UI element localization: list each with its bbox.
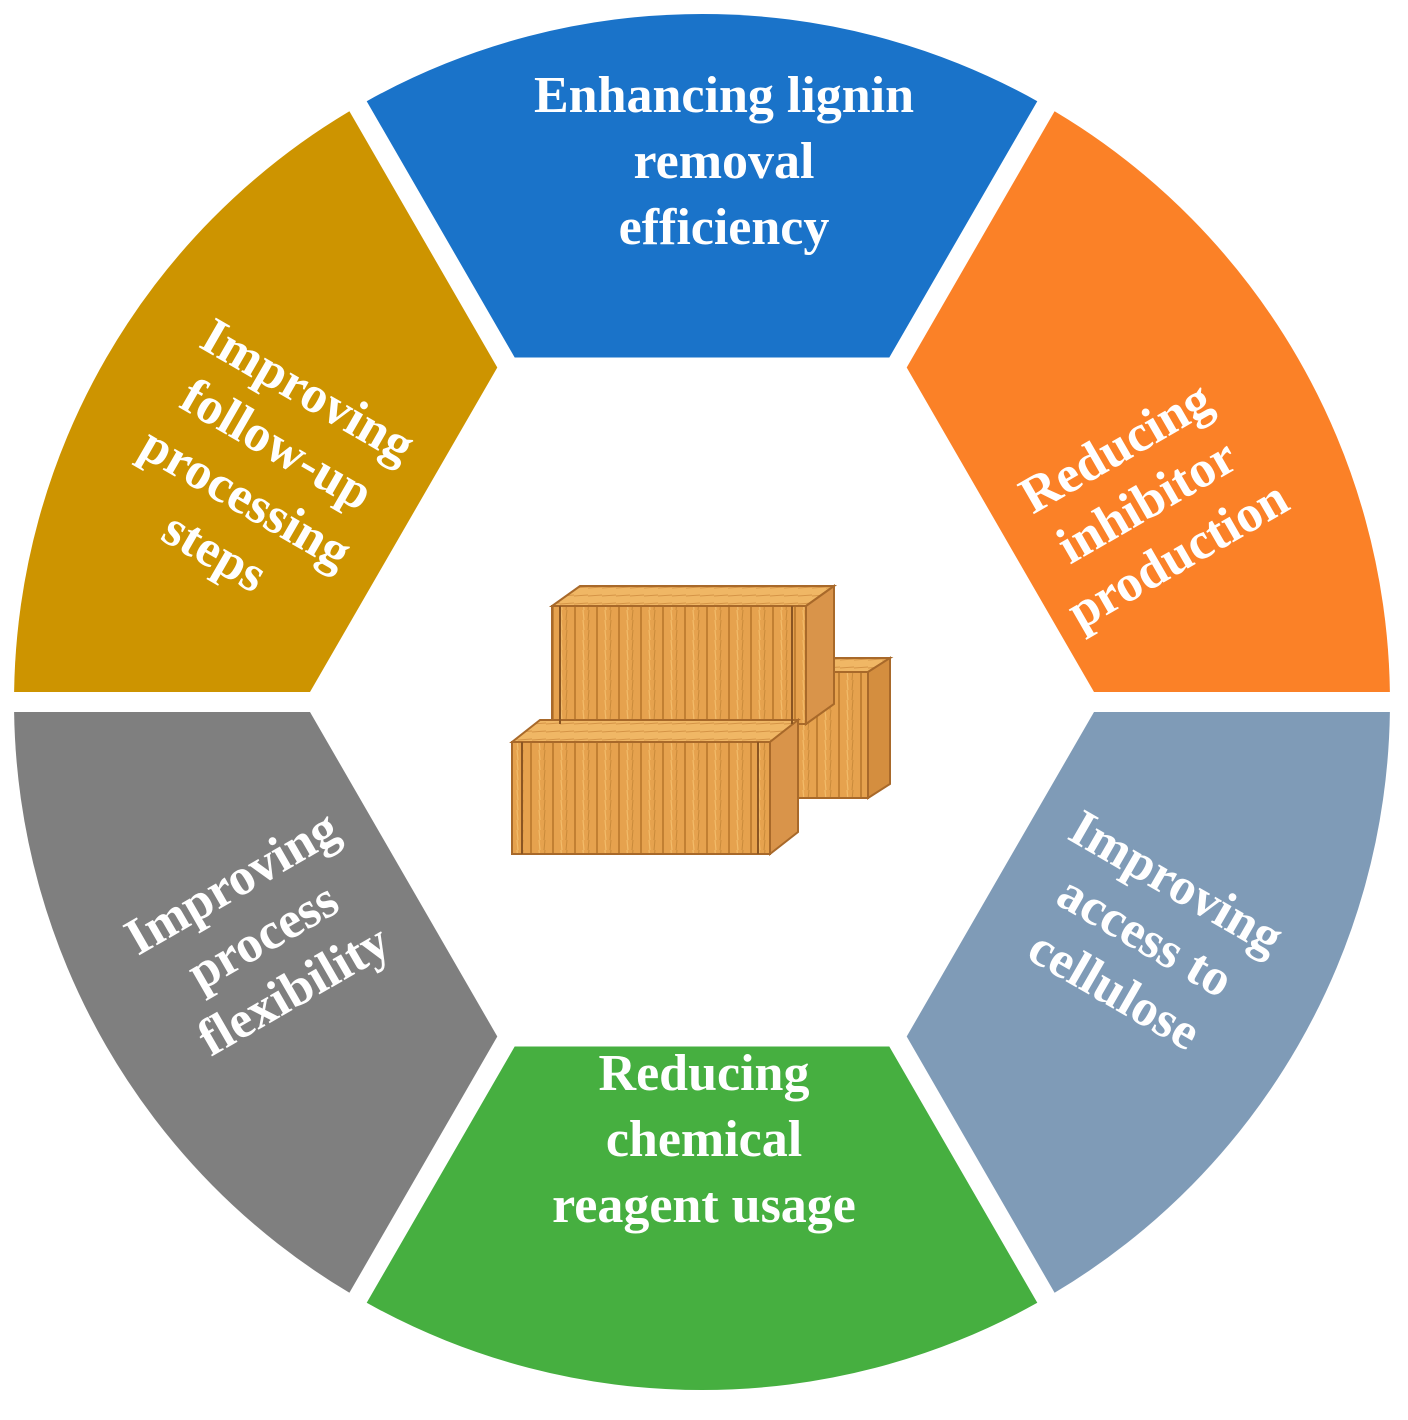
segment-lower-right bbox=[906, 712, 1390, 1293]
segment-upper-left bbox=[14, 111, 498, 692]
hay-bales-icon bbox=[509, 584, 894, 857]
segment-label-bottom: Reducing chemical reagent usage bbox=[552, 1045, 856, 1234]
segment-label-line: chemical bbox=[606, 1111, 802, 1168]
segment-lower-left bbox=[14, 712, 498, 1293]
segment-label-line: Enhancing lignin bbox=[534, 67, 914, 124]
segment-label-line: Reducing bbox=[599, 1045, 810, 1102]
segment-bottom bbox=[366, 1046, 1038, 1391]
segment-upper-right bbox=[906, 111, 1390, 692]
segment-label-line: efficiency bbox=[619, 199, 830, 256]
segment-top bbox=[366, 13, 1038, 358]
segment-label-top: Enhancing lignin removal efficiency bbox=[534, 67, 914, 256]
segment-label-line: reagent usage bbox=[552, 1177, 856, 1234]
segment-label-line: removal bbox=[634, 133, 815, 190]
